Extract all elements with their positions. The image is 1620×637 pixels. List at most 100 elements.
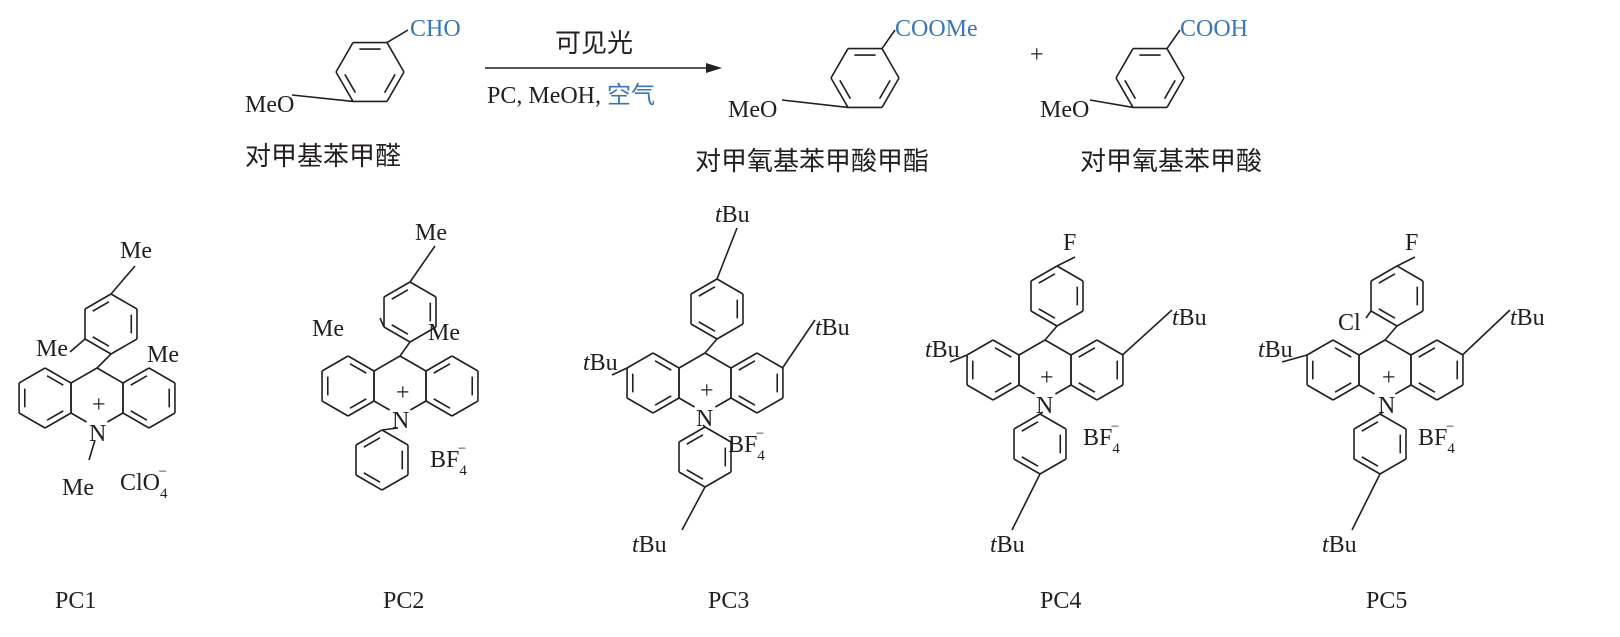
methyl-label: Me — [120, 238, 152, 264]
ring-bond — [383, 281, 411, 298]
ring-bond — [626, 397, 654, 414]
ring-bond — [386, 42, 405, 73]
charge-label: + — [1382, 365, 1396, 391]
nitrogen-label: N — [1036, 393, 1053, 419]
aryl-bond — [399, 341, 411, 357]
ring-bond — [1018, 384, 1036, 395]
double-bond-inner — [738, 395, 756, 406]
ring-bond — [690, 278, 718, 295]
aryl-bond — [704, 338, 718, 354]
counterion: BF4− — [430, 441, 467, 479]
ring-bond — [148, 367, 176, 384]
ring-bond — [704, 352, 732, 369]
double-bond-inner — [1334, 382, 1352, 393]
reactant-cho: CHO — [410, 16, 461, 42]
ring-bond — [1054, 384, 1072, 395]
plus-sign: + — [1030, 42, 1044, 68]
methoxy-bond — [291, 94, 354, 103]
double-bond-inner — [698, 286, 716, 297]
ring-bond — [1166, 77, 1185, 108]
ring-bond — [373, 400, 391, 411]
tbu-label: tBu — [632, 532, 667, 558]
double-bond-inner — [839, 79, 852, 100]
catalyst-pc4: F tBu tBu N + BF4− tBu PC4 — [925, 230, 1207, 614]
ring-bond — [70, 367, 98, 384]
double-bond-inner — [1361, 421, 1379, 432]
nitrogen-label: N — [89, 421, 106, 447]
ring-bond — [122, 412, 150, 429]
double-bond-inner — [433, 398, 451, 409]
double-bond-inner — [738, 360, 756, 371]
ring-bond — [1384, 339, 1412, 356]
ring-bond — [451, 400, 479, 417]
double-bond-inner — [994, 347, 1012, 358]
ring-bond — [335, 71, 354, 102]
double-bond-inner — [686, 434, 704, 445]
ring-bond — [1332, 384, 1360, 401]
double-bond-inner — [654, 395, 672, 406]
methyl-label: Me — [428, 320, 460, 346]
double-bond-inner — [1038, 308, 1056, 319]
ring-bond — [321, 355, 349, 372]
para-substituent-bond — [1396, 256, 1416, 267]
aryl-bond — [1044, 325, 1058, 341]
methyl-label: Me — [36, 336, 68, 362]
ring-bond — [347, 400, 375, 417]
ring-bond — [652, 397, 680, 414]
n-methyl-label: Me — [62, 475, 94, 501]
ring-bond — [716, 278, 744, 295]
counterion: BF4− — [1083, 419, 1120, 457]
ring-bond — [373, 355, 401, 372]
ring-bond — [1379, 413, 1407, 430]
bond-layer — [18, 29, 1511, 531]
double-bond-inner — [46, 410, 64, 421]
ring-bond — [1030, 265, 1058, 282]
ring-bond — [1396, 265, 1424, 282]
double-bond-inner — [1378, 273, 1396, 284]
ring-bond — [830, 77, 849, 108]
tbu-bond — [611, 367, 628, 376]
double-bond-inner — [391, 289, 409, 300]
double-bond-inner — [878, 79, 891, 100]
substituent-bond — [1166, 29, 1181, 50]
ring-bond — [1353, 413, 1381, 430]
ring-bond — [756, 397, 784, 414]
substituent-bond — [386, 29, 409, 44]
catalyst-pc2: Me Me Me N + BF4− PC2 — [312, 220, 467, 614]
counterion: ClO4− — [120, 464, 168, 502]
ring-bond — [678, 352, 706, 369]
ring-bond — [716, 323, 744, 340]
ring-bond — [355, 429, 383, 446]
ring-bond — [321, 400, 349, 417]
ring-bond — [1410, 339, 1438, 356]
ring-bond — [678, 471, 706, 488]
fluorine-label: F — [1063, 230, 1076, 256]
tbu-label: tBu — [1322, 532, 1357, 558]
ring-bond — [409, 326, 437, 343]
ring-bond — [1396, 310, 1424, 327]
ring-bond — [1056, 265, 1084, 282]
n-aryl-bond — [381, 427, 399, 431]
ring-bond — [106, 412, 124, 423]
ring-bond — [881, 77, 900, 108]
ring-bond — [714, 397, 732, 408]
double-bond-inner — [1378, 308, 1396, 319]
tbu-label: tBu — [583, 350, 618, 376]
tbu-label: tBu — [715, 202, 750, 228]
ring-bond — [148, 412, 176, 429]
nitrogen-label: N — [392, 408, 409, 434]
charge-label: + — [396, 380, 410, 406]
arrow-head-icon — [706, 63, 722, 73]
methyl-label: Me — [147, 342, 179, 368]
tbu-bond — [781, 319, 816, 369]
catalyst-pc3: tBu tBu tBu N + BF4− tBu PC3 — [583, 202, 850, 614]
ring-bond — [730, 352, 758, 369]
ring-bond — [355, 474, 383, 491]
tbu-bond — [1281, 354, 1308, 363]
catalyst-pc1: Me Me Me N + Me ClO4− PC1 — [36, 238, 179, 614]
double-bond-inner — [1078, 347, 1096, 358]
tbu-label: tBu — [990, 532, 1025, 558]
substituent-bond — [881, 29, 896, 50]
ring-bond — [1370, 310, 1398, 327]
